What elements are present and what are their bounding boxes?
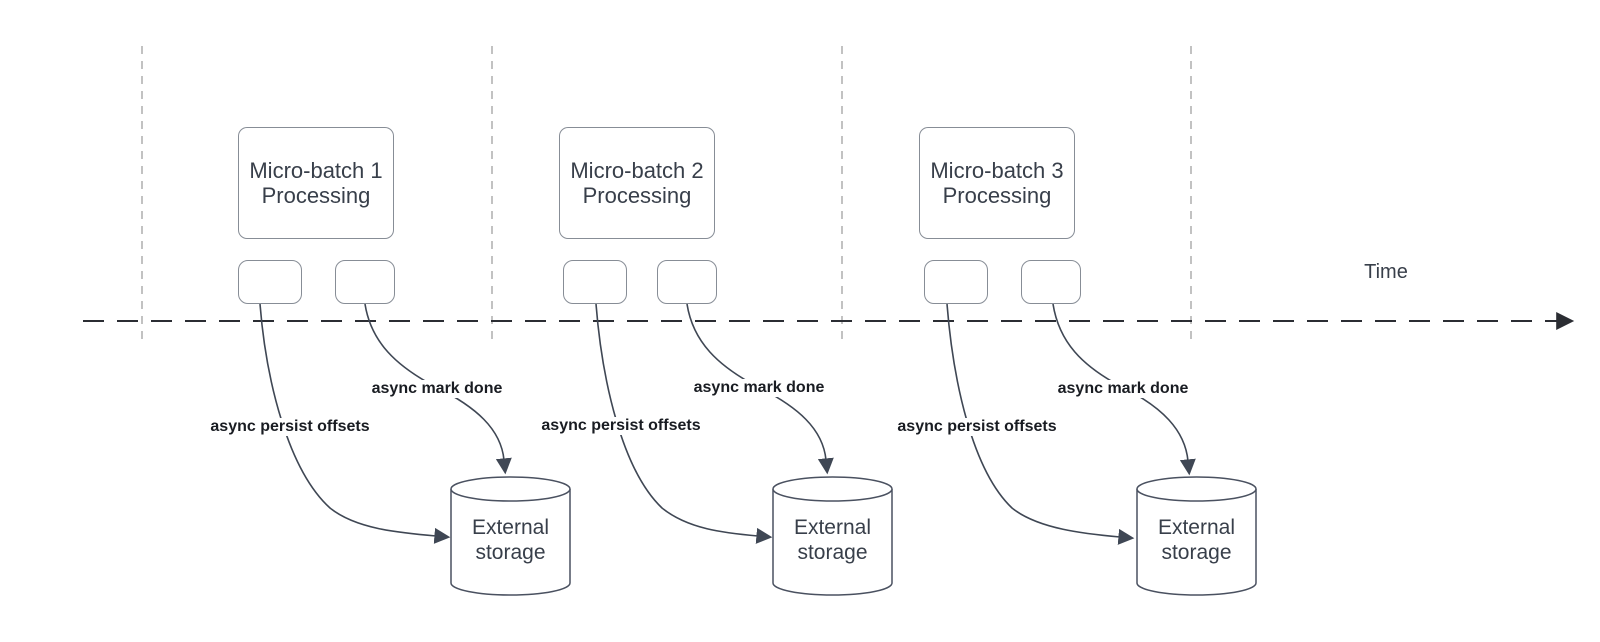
microbatch-3-processing-box: Micro-batch 3 Processing (919, 127, 1075, 239)
batch3-external-storage-label: External storage (1157, 515, 1236, 564)
microbatch-3-title: Micro-batch 3 Processing (930, 158, 1064, 208)
batch2-storage-cylinder-icon (772, 476, 893, 596)
batch2-external-storage-label: External storage (793, 515, 872, 564)
batch2-persist-offsets-arrow (595, 303, 773, 544)
microbatch-2-title: Micro-batch 2 Processing (570, 158, 704, 208)
batch1-mark-done-label: async mark done (368, 380, 506, 398)
batch2-persist-offsets-label: async persist offsets (538, 417, 704, 435)
batch2-done-task-box (657, 260, 717, 304)
microbatch-1-title: Micro-batch 1 Processing (249, 158, 383, 208)
batch1-persist-offsets-arrow (259, 303, 451, 544)
batch1-persist-task-box (238, 260, 302, 304)
batch1-storage-cylinder-icon (450, 476, 571, 596)
microbatch-1-processing-box: Micro-batch 1 Processing (238, 127, 394, 239)
batch3-persist-offsets-arrow (946, 303, 1135, 545)
time-axis-label: Time (1364, 261, 1408, 283)
batch1-done-task-box (335, 260, 395, 304)
batch1-persist-offsets-label: async persist offsets (207, 418, 373, 436)
batch1-external-storage-label: External storage (471, 515, 550, 564)
batch2-persist-task-box (563, 260, 627, 304)
batch3-persist-task-box (924, 260, 988, 304)
batch3-mark-done-label: async mark done (1054, 380, 1192, 398)
batch3-done-task-box (1021, 260, 1081, 304)
microbatch-2-processing-box: Micro-batch 2 Processing (559, 127, 715, 239)
batch3-persist-offsets-label: async persist offsets (894, 418, 1060, 436)
batch3-storage-cylinder-icon (1136, 476, 1257, 596)
batch2-mark-done-label: async mark done (690, 379, 828, 397)
